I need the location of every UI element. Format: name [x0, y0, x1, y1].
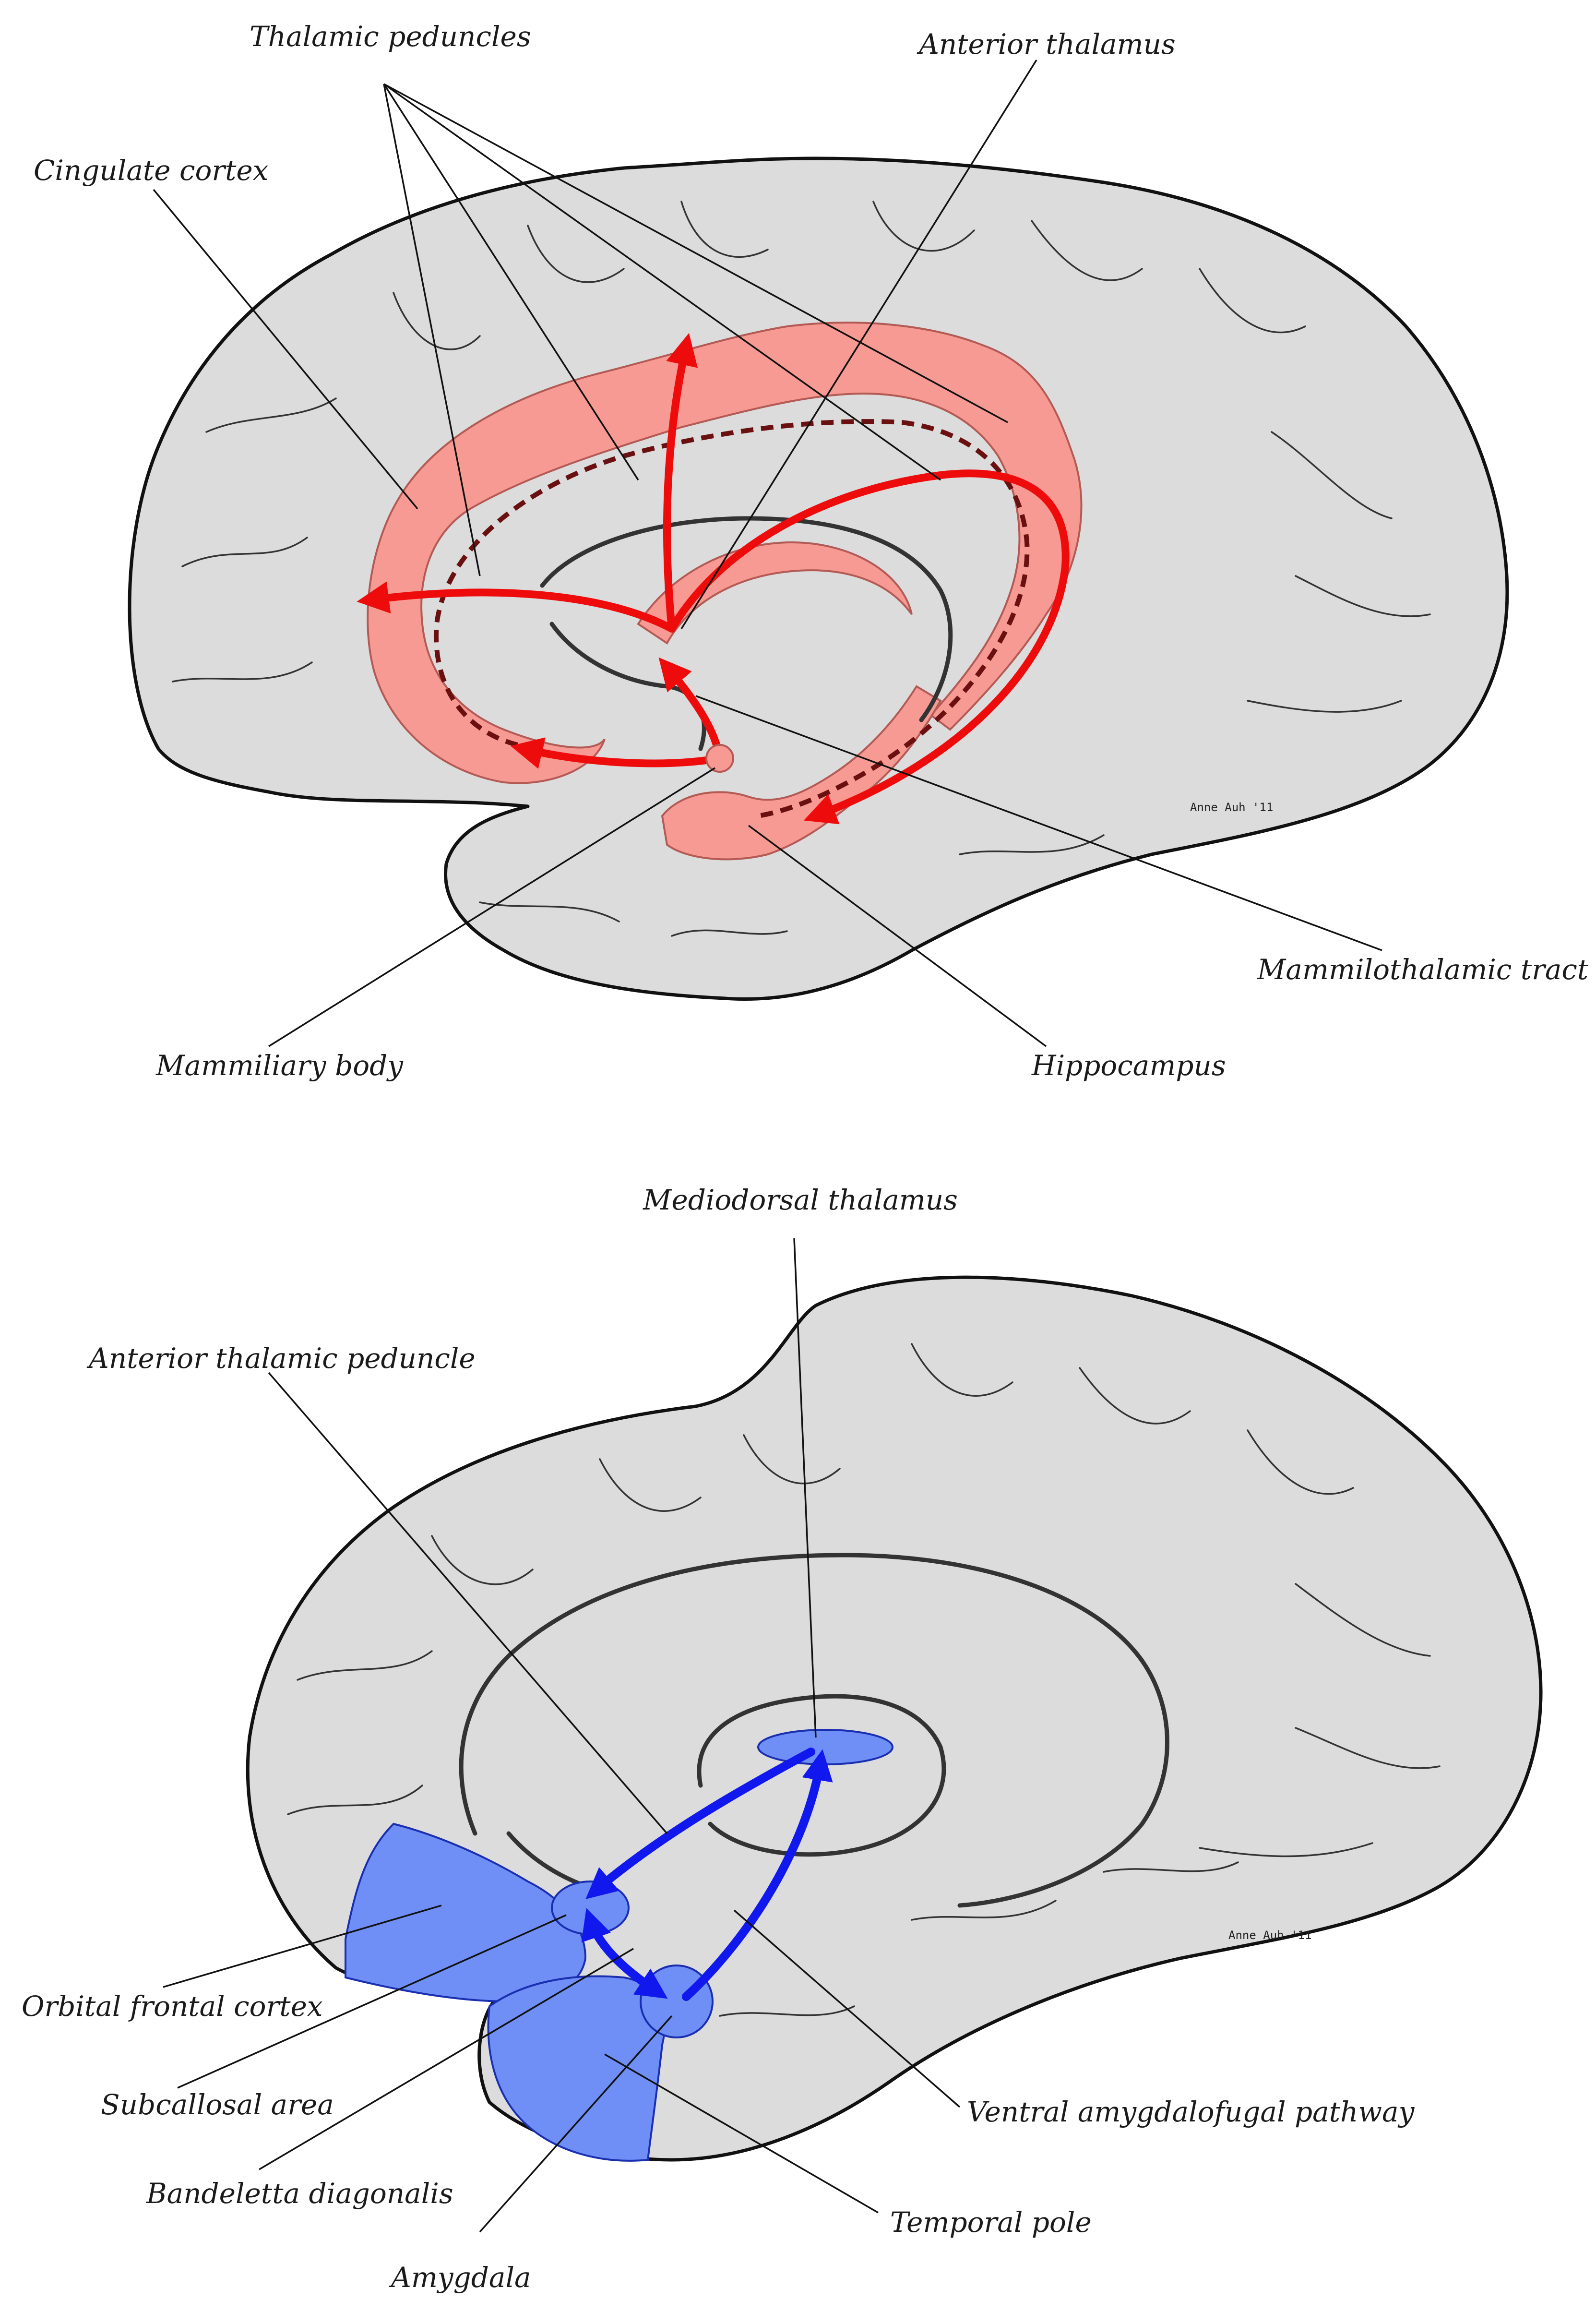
top-sulcus: [479, 834, 1105, 937]
top-brain-outline: [128, 156, 1509, 1001]
arrow-mammillary-to-cingulate: [510, 737, 724, 769]
leader-ventral-amygdalofugal-pathway: [733, 1909, 961, 2108]
top-sulcus: [1247, 431, 1431, 713]
leader-thalamic-peduncles: [383, 83, 1008, 576]
mammillary-body-region: [705, 744, 734, 773]
top-sulcus: [872, 201, 1306, 334]
top-brain-diagram: Thalamic peduncles Anterior thalamus Cin…: [34, 20, 1589, 1082]
label-mediodorsal-thalamus: Mediodorsal thalamus: [643, 1184, 958, 1216]
label-thalamic-peduncles: Thalamic peduncles: [250, 20, 531, 53]
artist-signature: Anne Auh '11: [1190, 801, 1273, 814]
leader-mammiliary-body: [268, 767, 715, 1047]
label-hippocampus: Hippocampus: [1031, 1049, 1226, 1082]
bottom-brain-outline: [246, 1275, 1543, 2162]
bottom-sulcus: [1199, 1583, 1441, 1857]
label-mammiliary-body: Mammiliary body: [155, 1049, 404, 1082]
leader-mammilothalamic-tract: [695, 695, 1382, 951]
bottom-sulcus: [911, 1343, 1354, 1495]
top-sulcus: [172, 397, 337, 683]
leader-cingulate-cortex: [153, 189, 418, 510]
temporal-pole-region: [487, 1975, 666, 2162]
hippocampus-region: [661, 685, 942, 861]
label-amygdala: Amygdala: [389, 2261, 531, 2294]
label-mammilothalamic-tract: Mammilothalamic tract: [1257, 953, 1589, 986]
bottom-brain-diagram: Mediodorsal thalamus Anterior thalamic p…: [22, 1184, 1543, 2294]
bottom-sulcus: [431, 1434, 841, 1585]
leader-mediodorsal-thalamus: [793, 1238, 817, 1738]
label-anterior-thalamus: Anterior thalamus: [917, 28, 1176, 60]
mediodorsal-thalamus-region: [757, 1729, 893, 1765]
corpus-callosum-outline: [540, 516, 953, 722]
dashed-cingulum-path: [434, 419, 1030, 818]
leader-subcallosal-area: [177, 1914, 567, 2089]
arrow-thalamus-to-subcallosal: [585, 1748, 815, 1899]
leader-orbital-frontal-cortex: [163, 1905, 442, 1988]
label-bandeletta-diagonalis: Bandeletta diagonalis: [146, 2177, 453, 2210]
label-subcallosal-area: Subcallosal area: [101, 2088, 334, 2121]
label-anterior-thalamic-peduncle: Anterior thalamic peduncle: [86, 1342, 476, 1375]
thalamus-outline: [697, 1694, 946, 1857]
label-orbital-frontal-cortex: Orbital frontal cortex: [22, 1990, 323, 2023]
top-sulcus: [393, 201, 769, 350]
leader-hippocampus: [748, 825, 1047, 1047]
cingulate-region: [367, 322, 1083, 784]
arrow-amygdala-to-thalamus: [682, 1749, 833, 2001]
thalamus-region: [637, 541, 913, 645]
arrow-cingulate-to-hippocampus: [668, 469, 1070, 825]
label-cingulate-cortex: Cingulate cortex: [34, 154, 268, 187]
corpus-callosum-outline: [459, 1553, 1169, 1908]
bottom-sulcus: [287, 1650, 433, 1815]
arrow-thalamus-to-cingulate-top: [663, 333, 698, 633]
label-ventral-amygdalofugal-pathway: Ventral amygdalofugal pathway: [967, 2096, 1415, 2128]
label-temporal-pole: Temporal pole: [890, 2206, 1092, 2239]
leader-amygdala: [479, 2015, 673, 2233]
leader-anterior-thalamic-peduncle: [268, 1372, 668, 1834]
leader-anterior-thalamus: [680, 60, 1037, 629]
artist-signature: Anne Auh '11: [1228, 1929, 1311, 1942]
leader-temporal-pole: [604, 2053, 879, 2214]
arrow-thalamus-to-cingulate-front: [357, 581, 676, 633]
leader-bandeletta-diagonalis: [259, 1948, 634, 2170]
bottom-sulcus: [719, 1861, 1239, 2017]
